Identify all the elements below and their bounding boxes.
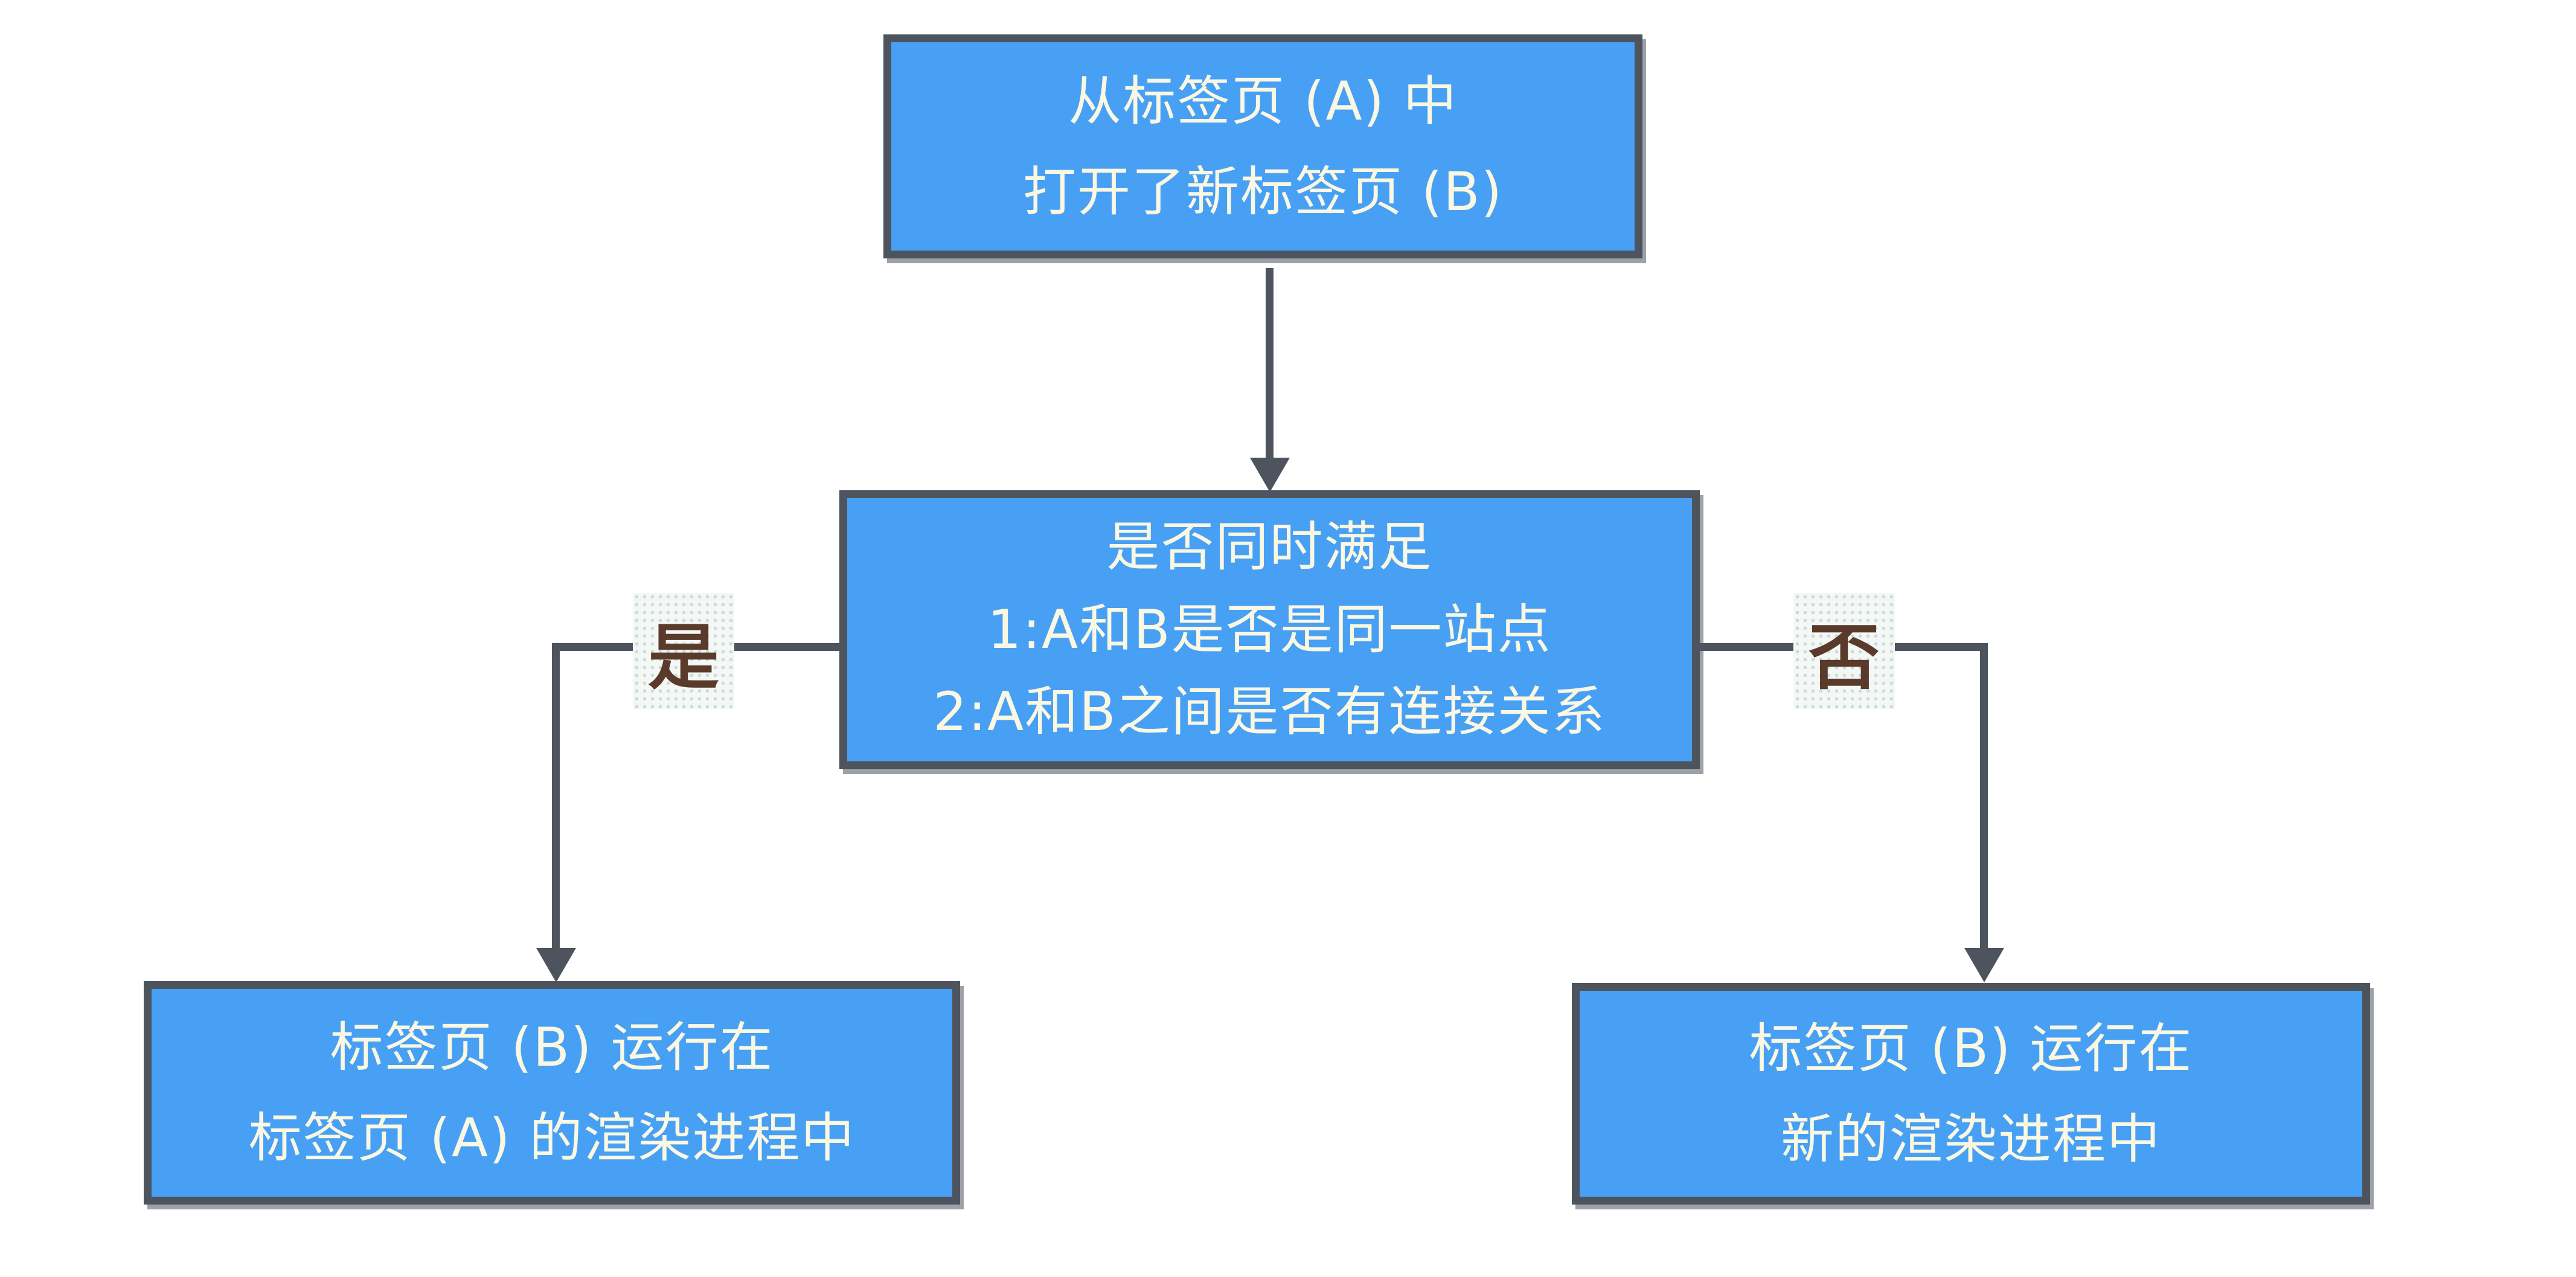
node-text-line: 标签页 (B) 运行在 <box>1749 1017 2193 1080</box>
arrowhead-down-icon <box>1250 458 1290 492</box>
arrowhead-down-icon <box>1964 948 2004 982</box>
flowchart-node-decision: 是否同时满足 1:A和B是否是同一站点 2:A和B之间是否有连接关系 <box>839 490 1700 769</box>
node-text-line: 新的渲染进程中 <box>1780 1107 2161 1170</box>
edge-label-no: 否 <box>1793 593 1895 709</box>
connector-yes-vertical <box>552 643 560 951</box>
connector-start-to-decision <box>1266 268 1274 460</box>
node-text-line: 标签页 (A) 的渲染进程中 <box>248 1107 856 1169</box>
node-text-line: 1:A和B是否是同一站点 <box>987 598 1552 661</box>
node-text-line: 从标签页 (A) 中 <box>1068 69 1458 132</box>
node-text-line: 标签页 (B) 运行在 <box>330 1016 774 1079</box>
connector-no-vertical <box>1980 643 1988 951</box>
edge-label-yes: 是 <box>633 593 734 709</box>
flowchart-node-yes-result: 标签页 (B) 运行在 标签页 (A) 的渲染进程中 <box>144 981 960 1205</box>
flowchart-node-start: 从标签页 (A) 中 打开了新标签页 (B) <box>883 34 1642 258</box>
flowchart-node-no-result: 标签页 (B) 运行在 新的渲染进程中 <box>1572 983 2370 1205</box>
node-text-line: 是否同时满足 <box>1106 516 1433 578</box>
arrowhead-down-icon <box>536 948 576 982</box>
node-text-line: 打开了新标签页 (B) <box>1022 160 1503 223</box>
node-text-line: 2:A和B之间是否有连接关系 <box>933 680 1606 743</box>
